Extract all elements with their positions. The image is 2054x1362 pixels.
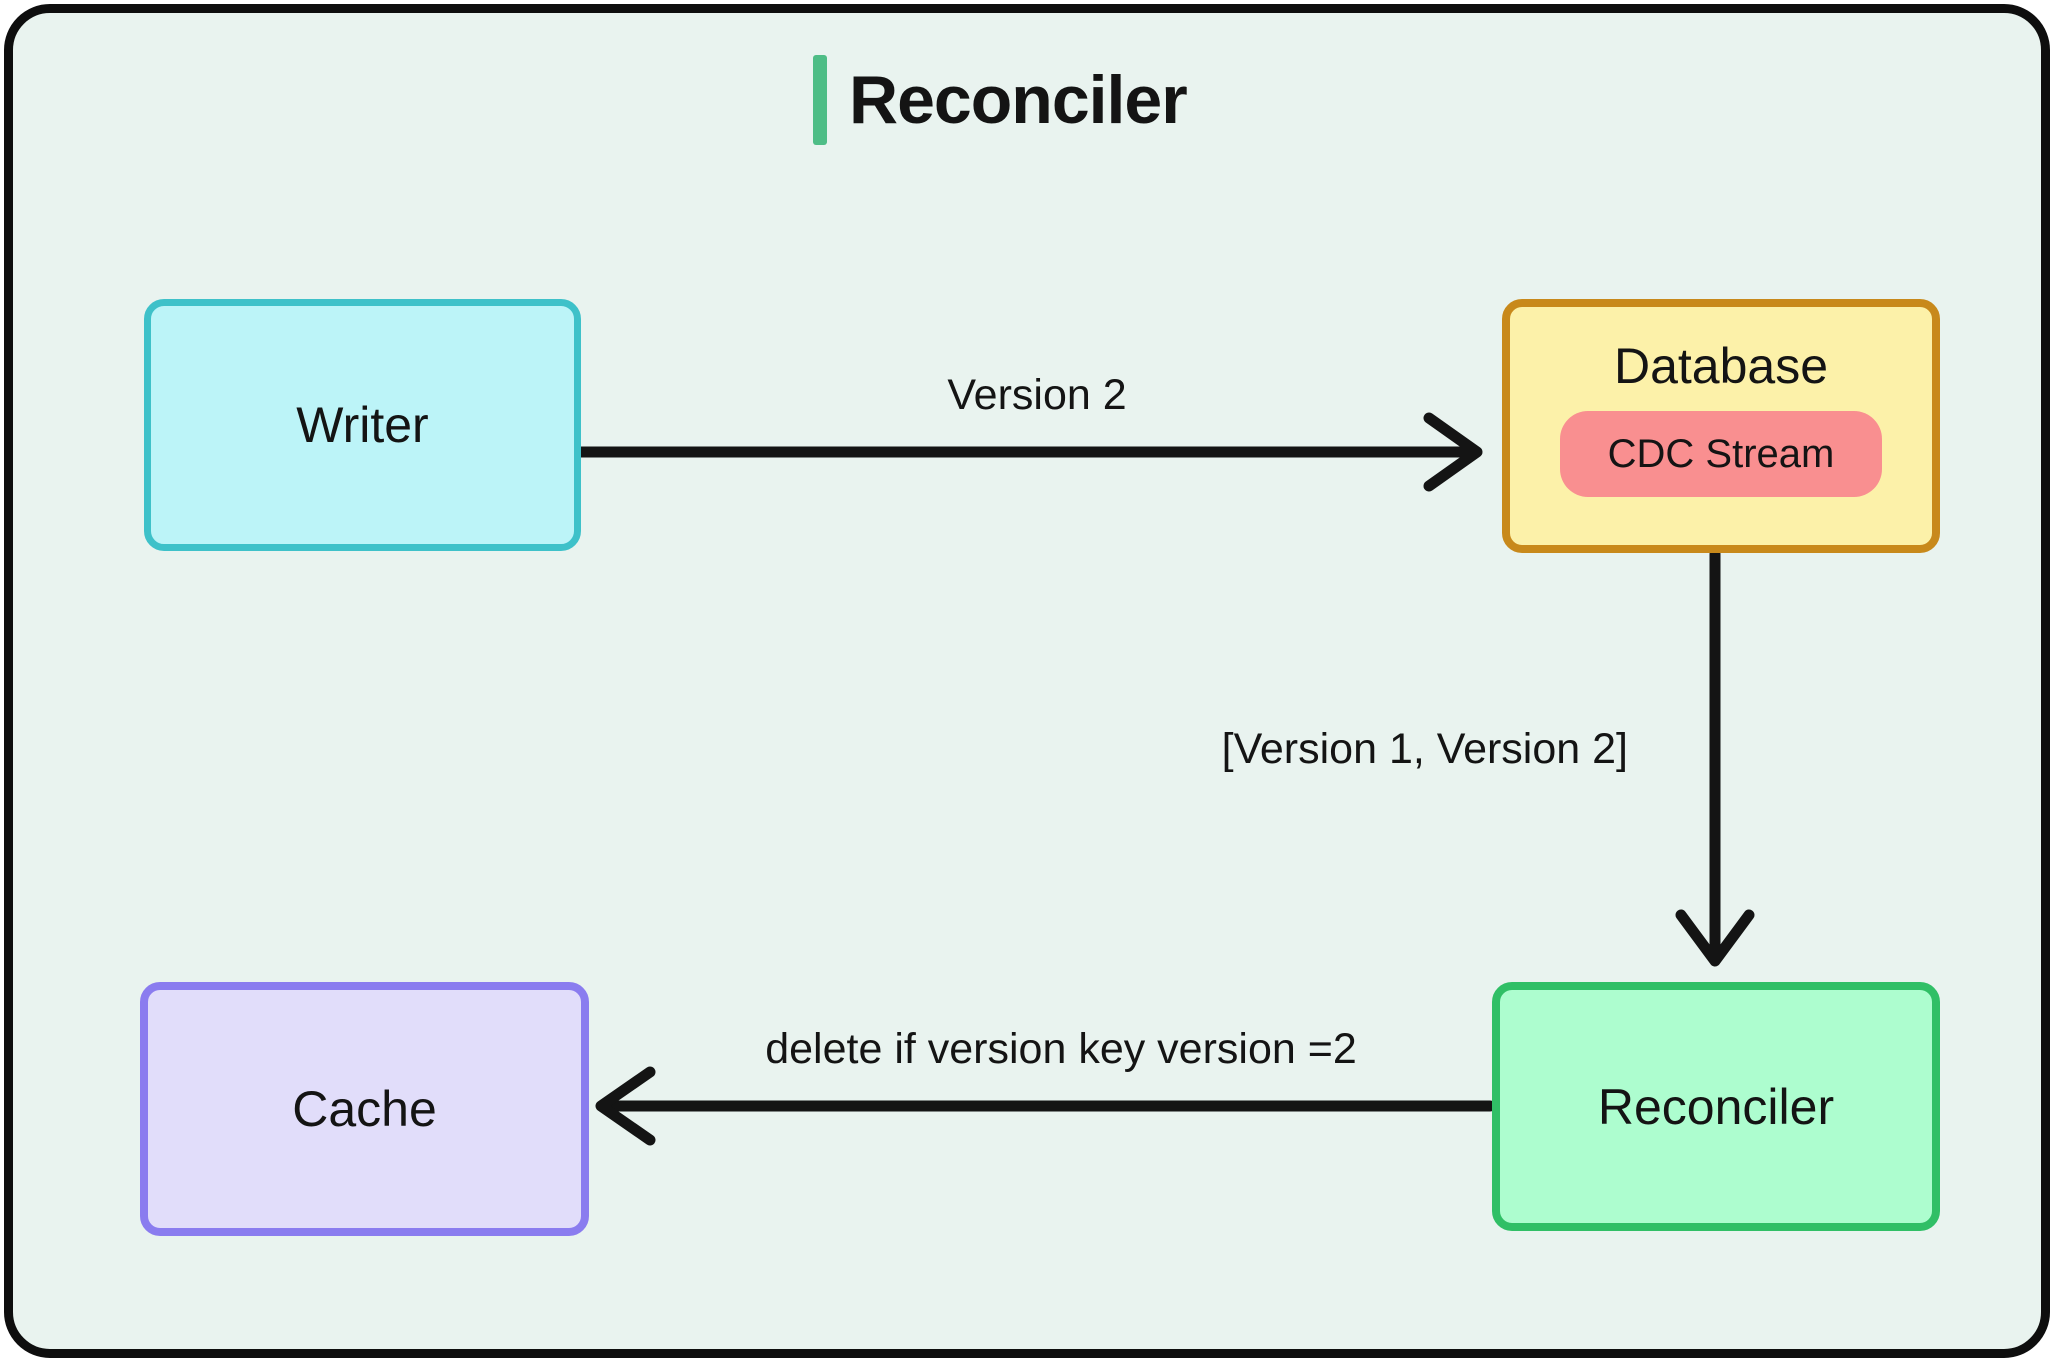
node-cdc-stream: CDC Stream — [1560, 411, 1882, 497]
node-cache: Cache — [140, 982, 589, 1236]
node-database: Database CDC Stream — [1502, 299, 1940, 553]
node-cache-label: Cache — [292, 1081, 437, 1137]
title-accent-bar — [813, 55, 827, 145]
node-writer-label: Writer — [296, 397, 429, 453]
diagram-header: Reconciler — [813, 55, 1188, 145]
node-cdc-stream-label: CDC Stream — [1607, 431, 1835, 476]
node-database-label: Database — [1613, 338, 1829, 394]
edge-writer-to-database — [575, 412, 1483, 492]
node-reconciler-label: Reconciler — [1597, 1078, 1835, 1135]
diagram-frame: Reconciler Writer Database — [4, 4, 2050, 1358]
node-writer: Writer — [144, 299, 581, 551]
edge-label-delete-condition: delete if version key version =2 — [765, 1025, 1357, 1073]
edge-reconciler-to-cache — [595, 1066, 1496, 1146]
edge-database-to-reconciler — [1675, 548, 1755, 967]
diagram-title: Reconciler — [849, 62, 1188, 138]
edge-label-version-list: [Version 1, Version 2] — [1221, 725, 1628, 773]
edge-label-version-2: Version 2 — [947, 371, 1127, 419]
node-reconciler: Reconciler — [1492, 982, 1940, 1231]
